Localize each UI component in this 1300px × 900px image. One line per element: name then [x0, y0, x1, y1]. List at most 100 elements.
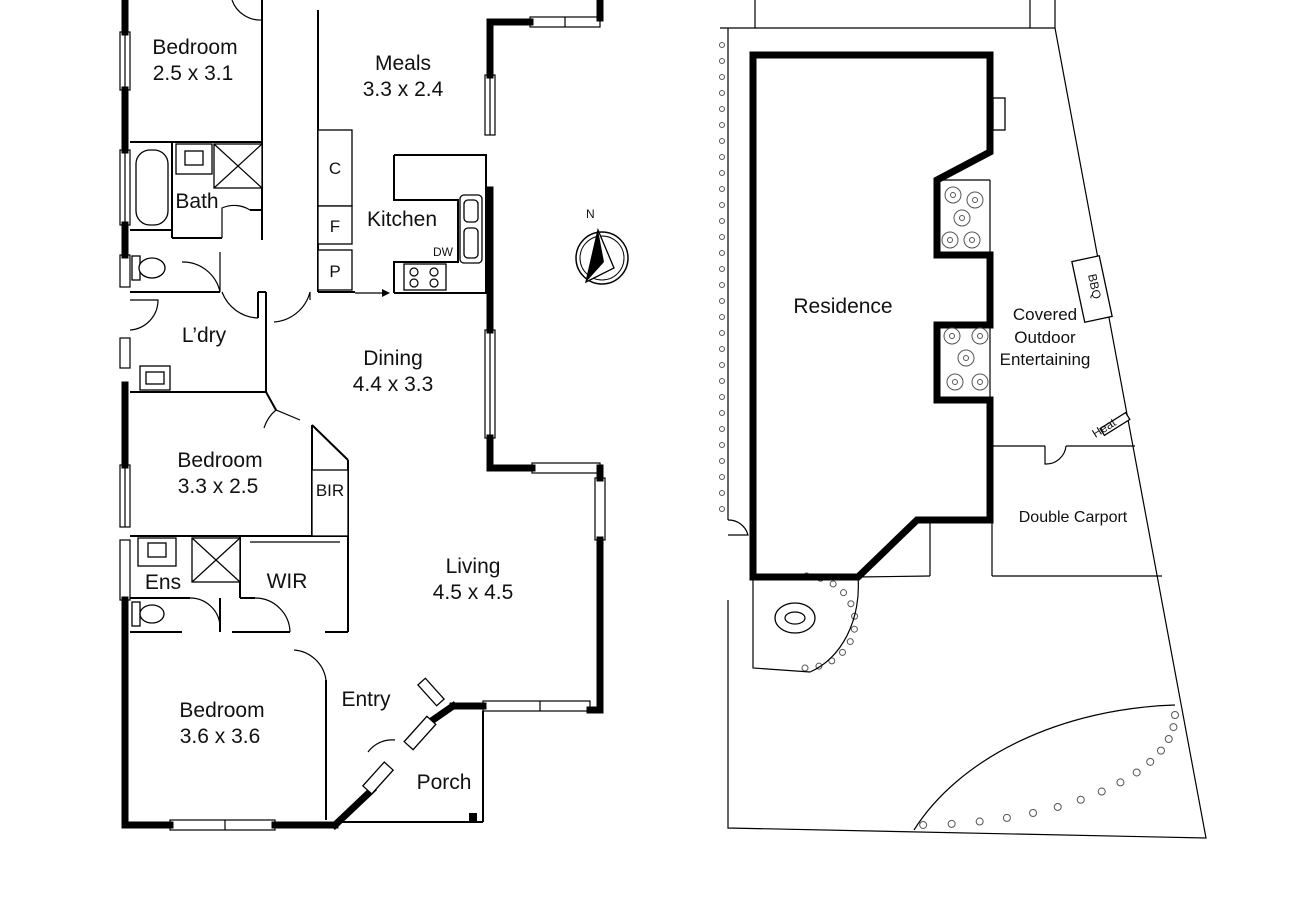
- garden-edge-dot: [801, 664, 809, 672]
- entry-door-frame: [361, 677, 446, 795]
- residence-outline: [749, 51, 994, 581]
- garden-edge-dot: [850, 625, 858, 633]
- bedroom-1-name: Bedroom: [152, 36, 237, 59]
- garden-arc-dot: [1156, 746, 1165, 755]
- fence-hedge: [719, 42, 1179, 829]
- garden-arc-dot: [1116, 778, 1125, 787]
- dining-name: Dining: [363, 347, 423, 370]
- hedge-dot: [719, 330, 725, 336]
- hedge-dot: [719, 234, 725, 240]
- hedge-dot: [719, 186, 725, 192]
- bedroom-2-size: 3.3 x 2.5: [178, 475, 259, 498]
- hedge-dot: [719, 298, 725, 304]
- outdoor-label-line-1: Covered: [1013, 305, 1077, 324]
- shrub-center: [959, 215, 965, 221]
- hedge-dot: [719, 490, 725, 496]
- hedge-dot: [719, 362, 725, 368]
- carport-label: Double Carport: [1019, 509, 1128, 526]
- hedge-dot: [719, 58, 725, 64]
- hedge-dot: [719, 122, 725, 128]
- doors: [129, 0, 396, 753]
- meals-size: 3.3 x 2.4: [363, 78, 444, 101]
- garden-arc-dot: [1171, 711, 1179, 719]
- garden-arc-dot: [947, 819, 956, 828]
- shrub-center: [977, 379, 983, 385]
- chimney: [992, 97, 1006, 131]
- shrub-center: [952, 379, 958, 385]
- outdoor-label-line-3: Entertaining: [1000, 350, 1091, 369]
- hedge-dot: [719, 42, 725, 48]
- hedge-dot: [719, 106, 725, 112]
- dishwasher-label: DW: [433, 245, 454, 259]
- bedroom-1-size: 2.5 x 3.1: [153, 62, 234, 85]
- hedge-dot: [719, 154, 725, 160]
- outdoor-label-line-2: Outdoor: [1014, 328, 1076, 347]
- bbq-label: BBQ: [1085, 273, 1104, 301]
- hedge-dot: [719, 90, 725, 96]
- garden-arc-dot: [1164, 734, 1173, 743]
- hedge-dot: [719, 170, 725, 176]
- garden-edge-dot: [840, 589, 848, 597]
- bedroom-2-name: Bedroom: [177, 449, 262, 472]
- planter-shrubs: [941, 186, 989, 391]
- hedge-dot: [719, 202, 725, 208]
- fridge-label: F: [330, 217, 340, 236]
- entry-name: Entry: [341, 688, 391, 711]
- hedge-dot: [719, 442, 725, 448]
- laundry-name: L’dry: [182, 324, 227, 347]
- bedroom-3-size: 3.6 x 3.6: [180, 725, 261, 748]
- shrub-center: [947, 237, 953, 243]
- shrub-center: [950, 192, 956, 198]
- garden-arc-dot: [1146, 757, 1155, 766]
- hedge-dot: [719, 138, 725, 144]
- hedge-dot: [719, 218, 725, 224]
- hedge-dot: [719, 250, 725, 256]
- hedge-dot: [719, 426, 725, 432]
- hedge-dot: [719, 474, 725, 480]
- hedge-dot: [719, 314, 725, 320]
- garden-arc-dot: [1029, 809, 1038, 818]
- hedge-dot: [719, 378, 725, 384]
- room-labels: Bedroom 2.5 x 3.1 Meals 3.3 x 2.4 Bath K…: [145, 36, 513, 794]
- residence-label: Residence: [793, 295, 892, 318]
- dining-size: 4.4 x 3.3: [353, 373, 434, 396]
- porch-post: [469, 813, 477, 821]
- bathroom-fixtures: [131, 143, 340, 627]
- shrub-center: [969, 237, 975, 243]
- hedge-dot: [719, 410, 725, 416]
- hedge-dot: [719, 394, 725, 400]
- compass-icon: [575, 227, 629, 285]
- pantry-label: P: [329, 262, 340, 281]
- garden-arc-dot: [975, 817, 984, 826]
- cupboard-label: C: [329, 159, 341, 178]
- ensuite-name: Ens: [145, 571, 181, 594]
- site-plan: Residence Covered Outdoor Entertaining D…: [719, 0, 1207, 839]
- hedge-dot: [719, 282, 725, 288]
- garden-arc-dot: [1053, 802, 1062, 811]
- windows: [119, 16, 606, 831]
- shrub-center: [977, 333, 983, 339]
- living-name: Living: [446, 555, 501, 578]
- porch-name: Porch: [417, 771, 472, 794]
- bath-name: Bath: [175, 190, 218, 213]
- site-labels: Residence Covered Outdoor Entertaining D…: [793, 273, 1127, 526]
- garden-bed: [752, 576, 1176, 831]
- bedroom-3-name: Bedroom: [179, 699, 264, 722]
- kitchen-fixtures: [317, 129, 487, 297]
- hedge-dot: [719, 458, 725, 464]
- garden-arc-dot: [1132, 768, 1141, 777]
- wir-name: WIR: [267, 570, 308, 593]
- fixture-labels: C F P DW BIR: [316, 159, 454, 500]
- garden-arc-dot: [919, 820, 928, 829]
- hedge-dot: [719, 346, 725, 352]
- hedge-dot: [719, 506, 725, 512]
- garden-edge-dot: [839, 648, 847, 656]
- bir-cupboard: [311, 469, 349, 537]
- floor-plan: N Bedroom 2.5 x 3.1 Meals 3.3 x 2.4 Bath…: [119, 0, 629, 831]
- garden-edge-dot: [829, 580, 837, 588]
- garden-arc-dot: [1002, 813, 1011, 822]
- compass-north-label: N: [586, 207, 595, 221]
- kitchen-name: Kitchen: [367, 208, 437, 231]
- hedge-dot: [719, 74, 725, 80]
- garden-edge-dot: [846, 638, 854, 646]
